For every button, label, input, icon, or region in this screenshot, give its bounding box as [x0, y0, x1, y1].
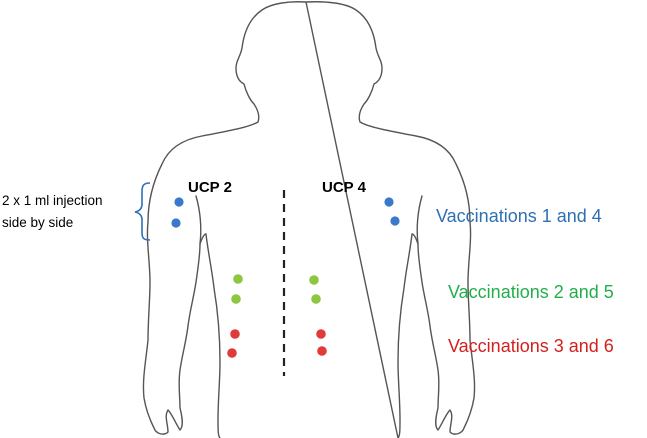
dot-red-right-2 [317, 346, 327, 356]
left-arm-inner-line [195, 195, 202, 245]
dot-blue-right-1 [384, 197, 394, 207]
dot-green-left-2 [231, 294, 241, 304]
right-arm-inner-line [416, 195, 423, 245]
annotation-line-2: side by side [2, 215, 73, 230]
dot-red-left-1 [230, 329, 240, 339]
dot-green-left-1 [233, 274, 243, 284]
dot-blue-left-2 [171, 218, 181, 228]
curly-bracket [134, 182, 151, 241]
legend-vaccinations-1-4: Vaccinations 1 and 4 [436, 206, 602, 226]
dot-blue-left-1 [174, 197, 184, 207]
dot-green-right-2 [311, 294, 321, 304]
site-label-left: UCP 2 [188, 179, 232, 196]
legend-vaccinations-3-6: Vaccinations 3 and 6 [448, 336, 614, 356]
dot-red-right-1 [316, 329, 326, 339]
dot-blue-right-2 [390, 216, 400, 226]
body-outline [142, 1, 476, 438]
site-label-right: UCP 4 [322, 179, 367, 196]
body-silhouette [142, 1, 476, 438]
dot-red-left-2 [227, 348, 237, 358]
annotation-line-1: 2 x 1 ml injection [2, 193, 103, 208]
dot-green-right-1 [309, 275, 319, 285]
legend-vaccinations-2-5: Vaccinations 2 and 5 [448, 282, 614, 302]
